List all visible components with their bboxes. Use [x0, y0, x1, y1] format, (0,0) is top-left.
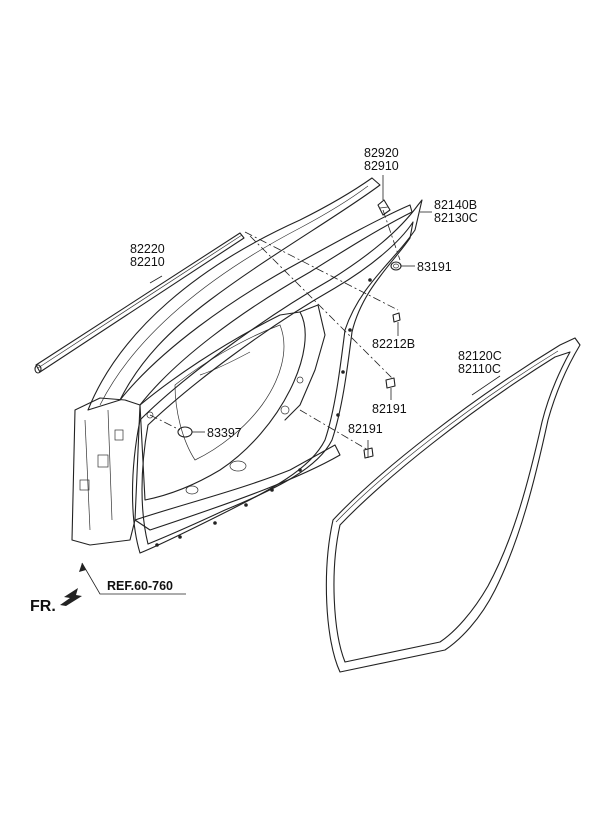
- label-front: FR.: [30, 598, 56, 615]
- callout-labels: 82220 82210 82920 82910 82140B 82130C 83…: [107, 146, 502, 593]
- label-82191-low: 82191: [348, 422, 383, 436]
- label-82120C: 82120C: [458, 349, 502, 363]
- hole-plug-83397: [177, 426, 193, 438]
- label-82130C: 82130C: [434, 211, 478, 225]
- weatherstrip-clip-dots: [155, 278, 372, 547]
- body-side-weatherstrip: [325, 337, 581, 673]
- label-83397: 83397: [207, 426, 242, 440]
- belt-outer-weatherstrip: [34, 232, 245, 374]
- clip-82212B: [392, 312, 401, 323]
- plug-82191-mid: [385, 377, 396, 389]
- glass-run-channel: [377, 199, 391, 216]
- front-direction-indicator: FR.: [30, 588, 82, 615]
- label-82110C: 82110C: [458, 362, 501, 376]
- label-82910: 82910: [364, 159, 399, 173]
- label-ref-60-760: REF.60-760: [107, 579, 173, 593]
- leader-lines: [79, 175, 501, 595]
- plug-82191-low: [363, 447, 374, 459]
- plug-83191: [390, 261, 402, 271]
- alignment-lines: [149, 209, 401, 451]
- front-arrow-icon: [60, 588, 82, 606]
- label-82920: 82920: [364, 146, 399, 160]
- label-82212B: 82212B: [372, 337, 415, 351]
- label-83191: 83191: [417, 260, 452, 274]
- door-frame-weatherstrip: [131, 199, 423, 554]
- label-82191-mid: 82191: [372, 402, 407, 416]
- door-frame-assembly: [71, 177, 413, 546]
- label-82140B: 82140B: [434, 198, 477, 212]
- label-82210: 82210: [130, 255, 165, 269]
- label-82220: 82220: [130, 242, 165, 256]
